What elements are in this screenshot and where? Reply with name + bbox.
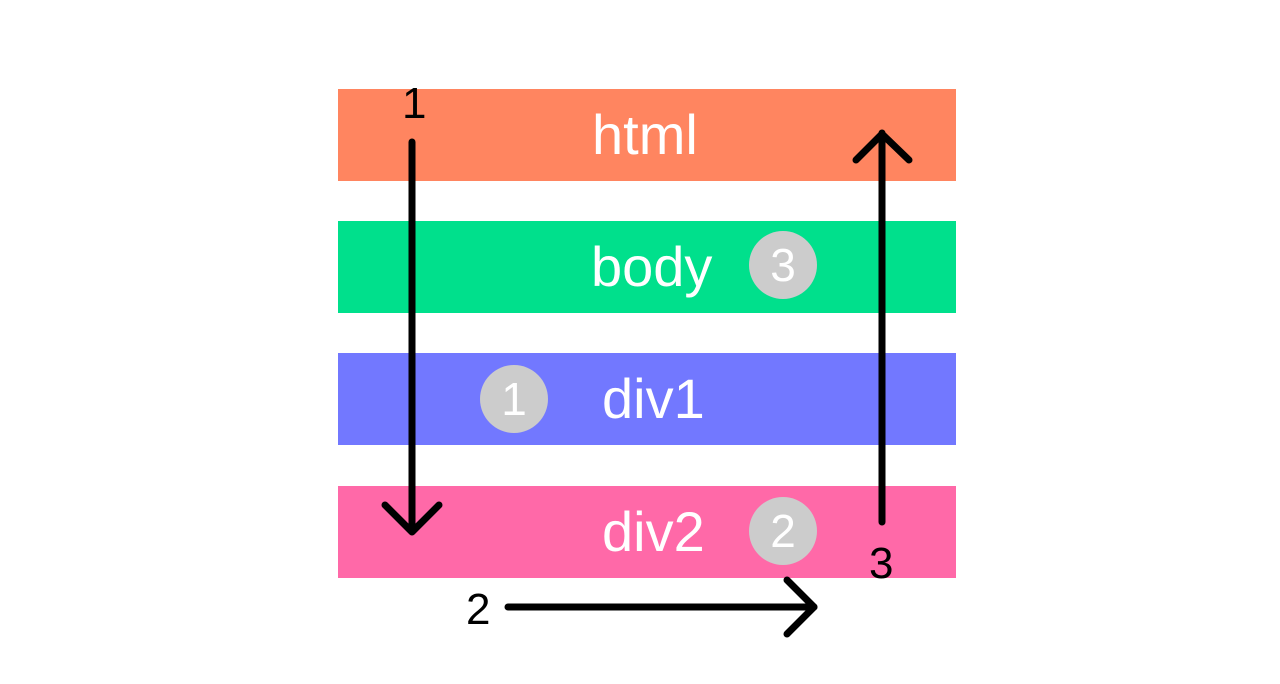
arrow-up [852,129,913,526]
layer-body-label: body [591,235,713,298]
layer-body-badge: 3 [749,231,817,299]
step-3-number: 3 [869,539,894,588]
layer-div1-badge: 1 [480,365,548,433]
layer-div2: div2 2 [338,486,956,578]
step-1-number: 1 [402,79,427,128]
layer-div1: div1 1 [338,353,956,445]
arrow-down [381,138,443,536]
arrow-right [504,576,818,638]
layer-html-label: html [592,103,698,166]
layer-body: body 3 [338,221,956,313]
step-2-number: 2 [466,585,491,634]
layer-div2-label: div2 [602,500,705,563]
layer-html: html [338,89,956,181]
layer-div1-label: div1 [602,367,705,430]
layer-div2-badge: 2 [749,497,817,565]
